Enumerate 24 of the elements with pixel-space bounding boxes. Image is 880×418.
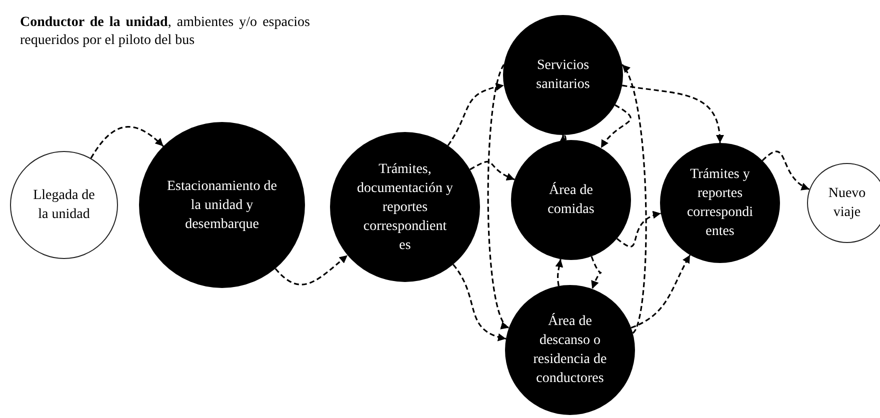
arrow xyxy=(274,254,348,286)
diagram-title: Conductor de la unidad, ambientes y/o espacios requeridos por el piloto del bus xyxy=(20,14,310,50)
arrow xyxy=(559,134,568,144)
arrow xyxy=(90,126,164,159)
arrow xyxy=(762,150,810,190)
arrow xyxy=(622,84,724,144)
arrow xyxy=(616,212,662,248)
arrow xyxy=(452,264,506,341)
arrow xyxy=(621,64,647,334)
node-label: Trámites y reportes correspondi entes xyxy=(686,166,754,241)
arrow xyxy=(630,254,691,329)
arrow xyxy=(470,160,515,180)
node-label: Estacionamiento de la unidad y desembarque xyxy=(166,178,278,234)
node-label: Llegada de la unidad xyxy=(32,187,96,224)
node-label: Área de comidas xyxy=(546,181,596,219)
node-label: Servicios sanitarios xyxy=(535,57,591,94)
arrow xyxy=(447,83,504,146)
arrow xyxy=(555,258,564,286)
arrow xyxy=(590,256,602,290)
node-label: Trámites, documentación y reportes correspondient es xyxy=(356,160,454,254)
node-label: Área de descanso o residencia de conductores xyxy=(532,312,608,388)
node-label: Nuevo viaje xyxy=(827,185,867,222)
arrow xyxy=(600,104,632,148)
arrow xyxy=(487,64,510,328)
